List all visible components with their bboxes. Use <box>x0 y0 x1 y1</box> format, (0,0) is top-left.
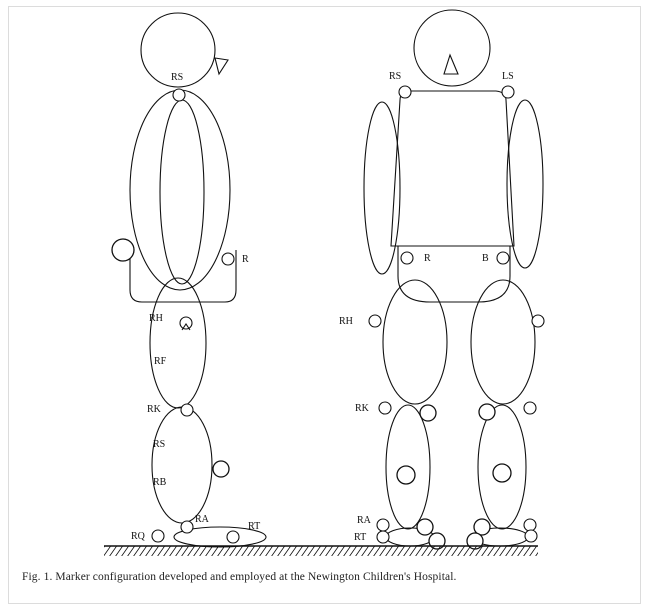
front-marker-lh <box>532 315 544 327</box>
side-label-rt: RT <box>248 521 260 532</box>
side-label-rq: RQ <box>131 531 146 542</box>
front-marker-lk-medial <box>479 404 495 420</box>
front-left-arm <box>507 100 543 268</box>
front-marker-rk-medial <box>420 405 436 421</box>
side-label-rh: RH <box>149 313 163 324</box>
side-marker-rh <box>180 317 192 329</box>
front-pelvis <box>398 246 510 302</box>
front-marker-ls <box>502 86 514 98</box>
side-marker-ra <box>181 521 193 533</box>
front-marker-lt <box>525 530 537 542</box>
front-label-rk: RK <box>355 403 370 414</box>
front-label-rh: RH <box>339 316 353 327</box>
front-marker-rh <box>369 315 381 327</box>
side-marker-pelvis-large <box>112 239 134 261</box>
side-label-rs: RS <box>171 72 183 83</box>
front-marker-lk <box>524 402 536 414</box>
side-pelvis <box>130 250 236 302</box>
front-right-thigh <box>383 280 447 404</box>
side-marker-rq <box>152 530 164 542</box>
front-head <box>414 10 490 86</box>
side-label-r: R <box>242 254 249 265</box>
side-thigh <box>150 278 206 408</box>
front-marker-rt <box>377 531 389 543</box>
front-label-rs: RS <box>389 71 401 82</box>
front-label-ls: LS <box>502 71 514 82</box>
side-label-rf: RF <box>154 356 167 367</box>
side-marker-shank <box>213 461 229 477</box>
front-marker-right-shank <box>397 466 415 484</box>
side-label-rk: RK <box>147 404 162 415</box>
front-nose-triangle <box>444 55 458 74</box>
front-label-ra: RA <box>357 515 372 526</box>
front-marker-rs <box>399 86 411 98</box>
front-marker-ra <box>377 519 389 531</box>
side-label-rs-shank: RS <box>153 439 165 450</box>
side-label-rb: RB <box>153 477 167 488</box>
front-marker-b <box>497 252 509 264</box>
front-label-rt: RT <box>354 532 366 543</box>
ground-hatching <box>104 546 538 556</box>
front-marker-r <box>401 252 413 264</box>
side-shank <box>152 407 212 523</box>
front-marker-right-ankle <box>417 519 433 535</box>
front-left-thigh <box>471 280 535 404</box>
front-torso <box>391 91 514 246</box>
side-label-ra: RA <box>195 514 210 525</box>
side-upper-arm <box>160 100 204 284</box>
front-label-r: R <box>424 253 431 264</box>
side-marker-r <box>222 253 234 265</box>
front-view-figure: RS LS R B RH RK RA RT <box>339 10 544 549</box>
side-marker-shoulder <box>173 89 185 101</box>
front-marker-left-shank <box>493 464 511 482</box>
front-marker-rk <box>379 402 391 414</box>
front-label-b: B <box>482 253 489 264</box>
side-marker-rk <box>181 404 193 416</box>
figure-caption: Fig. 1. Marker configuration developed a… <box>22 571 456 583</box>
side-view-figure: RS R RH RF RK RS RB RA RQ RT <box>112 13 266 547</box>
side-marker-rt <box>227 531 239 543</box>
side-torso-outer <box>130 90 230 290</box>
front-marker-la <box>524 519 536 531</box>
side-nose-triangle <box>215 58 228 74</box>
